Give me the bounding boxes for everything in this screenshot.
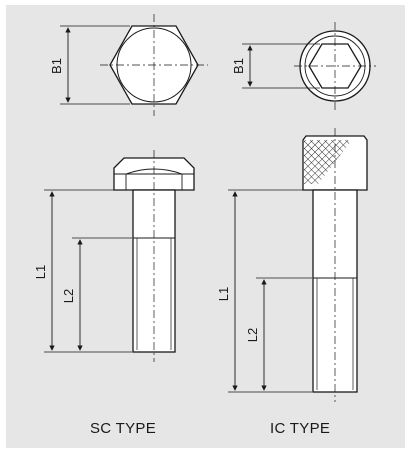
ic-socket-hexagon	[308, 43, 362, 89]
ic-side-view	[302, 128, 368, 402]
sc-l1-label: L1	[33, 265, 48, 279]
sc-side-view	[113, 150, 195, 362]
sc-l2-label: L2	[61, 289, 76, 303]
ic-l1-label: L1	[216, 287, 231, 301]
sc-top-view	[60, 14, 208, 116]
ic-top-view	[242, 22, 376, 110]
ic-b1-label: B1	[231, 58, 246, 74]
ic-l2-label: L2	[245, 328, 260, 342]
sc-b1-label: B1	[49, 58, 64, 74]
sc-type-caption: SC TYPE	[90, 420, 157, 437]
ic-type-caption: IC TYPE	[270, 420, 331, 437]
sc-shank	[132, 189, 176, 353]
